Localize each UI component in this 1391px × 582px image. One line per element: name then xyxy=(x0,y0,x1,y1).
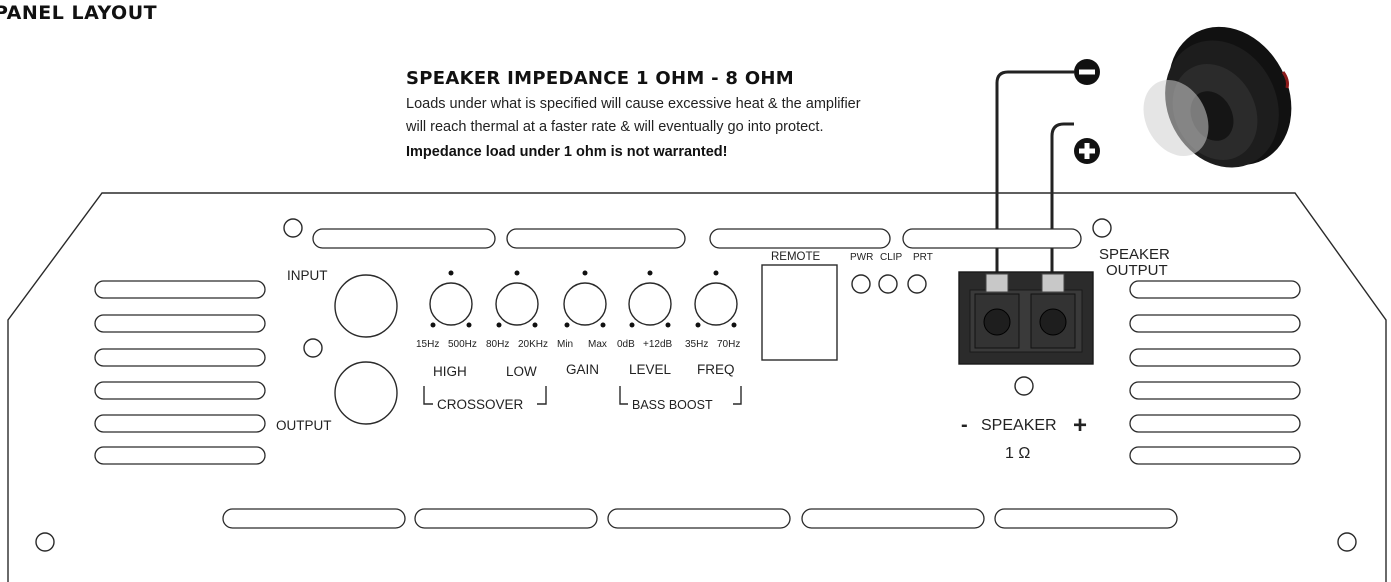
knob-range-label: 20KHz xyxy=(518,339,548,350)
vent-slot xyxy=(94,314,266,333)
freq-label: FREQ xyxy=(697,362,735,377)
vent-slot xyxy=(94,446,266,465)
knob-range-label: 15Hz xyxy=(416,339,439,350)
panel-outline xyxy=(7,192,1387,582)
input-label: INPUT xyxy=(287,268,328,283)
vent-slot xyxy=(1129,348,1301,367)
low-crossover-knob[interactable] xyxy=(495,270,539,328)
knob-range-label: 0dB xyxy=(617,339,635,350)
clip-led xyxy=(878,274,898,294)
knob-range-label: 70Hz xyxy=(717,339,740,350)
speaker-output-label-1: SPEAKER xyxy=(1099,246,1170,263)
screw-hole xyxy=(303,338,323,358)
vent-slot xyxy=(312,228,496,249)
vent-slot xyxy=(902,228,1082,249)
knob-range-label: 80Hz xyxy=(486,339,509,350)
crossover-bracket xyxy=(423,386,547,405)
prt-label: PRT xyxy=(913,252,933,263)
output-jack[interactable] xyxy=(334,361,398,425)
vent-slot xyxy=(94,280,266,299)
knob-range-label: Max xyxy=(588,339,607,350)
positive-wire xyxy=(1050,122,1074,284)
knob-range-label: +12dB xyxy=(643,339,673,350)
vent-slot xyxy=(1129,381,1301,400)
vent-slot xyxy=(94,381,266,400)
impedance-warning: Impedance load under 1 ohm is not warran… xyxy=(406,144,727,160)
impedance-line-1: Loads under what is specified will cause… xyxy=(406,96,861,112)
bass-boost-bracket xyxy=(619,386,742,405)
pwr-led xyxy=(851,274,871,294)
speaker-plus-sign: + xyxy=(1073,412,1087,439)
bass-boost-label: BASS BOOST xyxy=(632,398,713,412)
level-label: LEVEL xyxy=(629,362,672,377)
speaker-minus-sign: - xyxy=(961,414,968,436)
high-crossover-knob[interactable] xyxy=(429,270,473,328)
knob-range-label: Min xyxy=(557,339,573,350)
vent-slot xyxy=(1129,314,1301,333)
subwoofer-icon xyxy=(1143,26,1292,168)
knob-range-label: 35Hz xyxy=(685,339,708,350)
negative-wire xyxy=(995,70,1074,284)
prt-led xyxy=(907,274,927,294)
screw-hole xyxy=(35,532,55,552)
vent-slot xyxy=(994,508,1178,529)
impedance-line-2: will reach thermal at a faster rate & wi… xyxy=(405,119,823,135)
pwr-label: PWR xyxy=(850,252,873,263)
remote-port[interactable] xyxy=(761,264,838,361)
vent-slot xyxy=(94,348,266,367)
knob-range-label: 500Hz xyxy=(448,339,477,350)
minus-circle-icon xyxy=(1074,59,1100,85)
screw-hole xyxy=(1014,376,1034,396)
bass-level-knob[interactable] xyxy=(628,270,672,328)
input-jack[interactable] xyxy=(334,274,398,338)
vent-slot xyxy=(1129,280,1301,299)
vent-slot xyxy=(1129,446,1301,465)
vent-slot xyxy=(94,414,266,433)
plus-circle-icon xyxy=(1074,138,1100,164)
speaker-terminal-block[interactable] xyxy=(958,271,1094,365)
vent-slot xyxy=(222,508,406,529)
high-label: HIGH xyxy=(433,364,467,379)
low-label: LOW xyxy=(506,364,537,379)
vent-slot xyxy=(607,508,791,529)
clip-label: CLIP xyxy=(880,252,903,263)
crossover-label: CROSSOVER xyxy=(437,397,524,412)
speaker-text: SPEAKER xyxy=(981,417,1057,434)
page-title: PANEL LAYOUT xyxy=(0,2,157,24)
screw-hole xyxy=(1337,532,1357,552)
vent-slot xyxy=(414,508,598,529)
vent-slot xyxy=(801,508,985,529)
gain-knob[interactable] xyxy=(563,270,607,328)
speaker-output-label-2: OUTPUT xyxy=(1106,262,1168,279)
screw-hole xyxy=(283,218,303,238)
vent-slot xyxy=(709,228,891,249)
screw-hole xyxy=(1092,218,1112,238)
vent-slot xyxy=(1129,414,1301,433)
impedance-heading: SPEAKER IMPEDANCE 1 OHM - 8 OHM xyxy=(406,68,794,89)
remote-label: REMOTE xyxy=(771,251,821,263)
impedance-mark: 1 Ω xyxy=(1005,445,1030,462)
gain-label: GAIN xyxy=(566,362,599,377)
vent-slot xyxy=(506,228,686,249)
bass-freq-knob[interactable] xyxy=(694,270,738,328)
output-label: OUTPUT xyxy=(276,418,332,433)
